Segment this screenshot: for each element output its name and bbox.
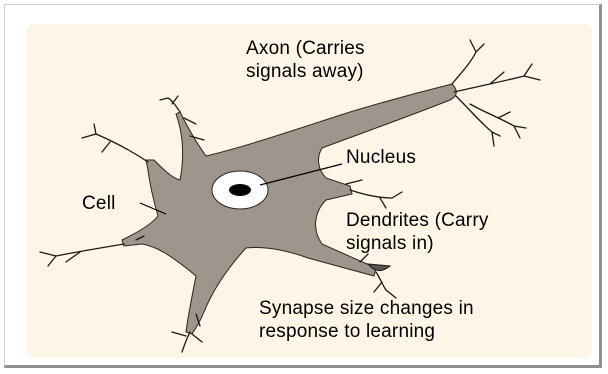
synapse-label-line1: Synapse size changes in: [259, 298, 474, 320]
nucleus-label: Nucleus: [346, 147, 416, 169]
axon-label-line1: Axon (Carries: [246, 38, 365, 60]
dendrites-label-line2: signals in): [346, 233, 434, 255]
cell-label: Cell: [82, 193, 116, 215]
axon-label-line2: signals away): [246, 61, 364, 83]
synapse-label-line2: response to learning: [259, 321, 435, 343]
nucleus-core: [229, 184, 251, 196]
dendrites-label-line1: Dendrites (Carry: [346, 210, 489, 232]
neuron-cell-body: [122, 84, 456, 334]
